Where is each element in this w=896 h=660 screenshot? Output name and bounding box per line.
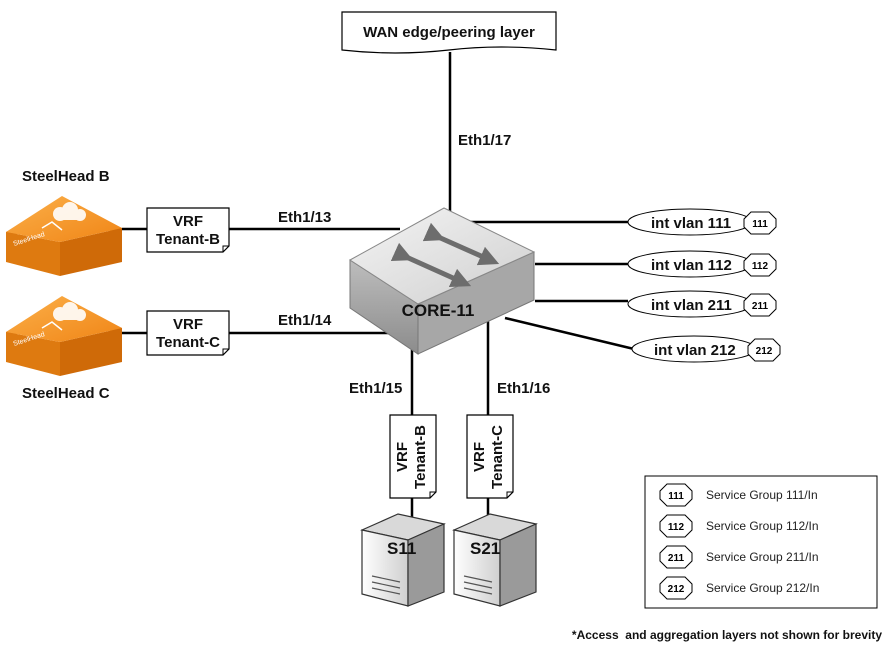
- legend-item-212: 212 Service Group 212/In: [659, 576, 819, 600]
- vrf-tag-c-vertical-line1: VRF: [471, 442, 488, 472]
- vrf-tag-tenant-b: VRF Tenant-B: [146, 207, 230, 253]
- cloud-icon: [53, 202, 86, 221]
- legend-badge-212-text: 212: [668, 584, 685, 595]
- vlan-111: int vlan 111 111: [627, 208, 777, 236]
- server-s21-label: S21: [470, 539, 500, 558]
- vlan-211: int vlan 211 211: [627, 290, 777, 318]
- vrf-tag-c-line2: Tenant-C: [156, 334, 220, 351]
- server-s21: S21: [452, 513, 538, 607]
- vrf-tag-c-vertical-line2: Tenant-C: [489, 425, 506, 489]
- legend-item-111: 111 Service Group 111/In: [659, 483, 818, 507]
- legend-item-211: 211 Service Group 211/In: [659, 545, 819, 569]
- vrf-tag-b-line1: VRF: [173, 213, 203, 230]
- eth16-label: Eth1/16: [497, 380, 550, 397]
- vlan-212-label: int vlan 212: [654, 342, 736, 359]
- legend-badge-211: [659, 545, 693, 569]
- vlan-211-label: int vlan 211: [651, 297, 732, 314]
- eth14-label: Eth1/14: [278, 312, 332, 329]
- legend-item-112: 112 Service Group 112/In: [659, 514, 819, 538]
- steelhead-b: SteelHead B SteelHead: [6, 168, 122, 276]
- vrf-tag-b-vertical-line2: Tenant-B: [412, 425, 429, 489]
- sg-112-badge-text: 112: [752, 261, 769, 272]
- vlan-212: int vlan 212 212: [631, 335, 781, 363]
- core-label: CORE-11: [402, 301, 475, 320]
- eth13-label: Eth1/13: [278, 209, 331, 226]
- legend-badge-112: [659, 514, 693, 538]
- sg-212-badge: [747, 338, 781, 362]
- sg-111-badge: [743, 211, 777, 235]
- wan-edge-label: WAN edge/peering layer: [363, 24, 535, 41]
- vrf-tag-b-line2: Tenant-B: [156, 231, 220, 248]
- eth15-label: Eth1/15: [349, 380, 402, 397]
- server-s11-label: S11: [387, 539, 416, 558]
- vlan-111-label: int vlan 111: [651, 215, 731, 232]
- vrf-tag-tenant-b-vertical: VRF Tenant-B: [389, 414, 437, 499]
- vlan-112: int vlan 112 112: [627, 250, 777, 278]
- switch-arrows-icon: [390, 222, 500, 288]
- legend-badge-111-text: 111: [668, 491, 684, 502]
- server-s11: S11: [360, 513, 446, 607]
- steelhead-b-icon: SteelHead: [6, 196, 122, 276]
- core-switch: CORE-11: [349, 207, 536, 355]
- legend-badge-111: [659, 483, 693, 507]
- sg-211-badge: [743, 293, 777, 317]
- sg-212-badge-text: 212: [756, 346, 773, 357]
- vrf-tag-b-vertical-line1: VRF: [394, 442, 411, 472]
- steelhead-c: SteelHead SteelHead C: [6, 296, 122, 402]
- legend: 111 Service Group 111/In 112 Service Gro…: [644, 475, 878, 609]
- server-vents-icon: [463, 575, 493, 595]
- sg-112-badge: [743, 253, 777, 277]
- vrf-tag-tenant-c: VRF Tenant-C: [146, 310, 230, 356]
- legend-text-212: Service Group 212/In: [706, 581, 819, 595]
- sg-211-badge-text: 211: [752, 301, 769, 312]
- legend-text-111: Service Group 111/In: [706, 488, 818, 502]
- sg-111-badge-text: 111: [752, 219, 768, 230]
- vrf-tag-c-line1: VRF: [173, 316, 203, 333]
- legend-badge-211-text: 211: [668, 553, 685, 564]
- vlan-112-label: int vlan 112: [651, 257, 732, 274]
- server-vents-icon: [371, 575, 401, 595]
- eth17-label: Eth1/17: [458, 132, 511, 149]
- cloud-icon: [53, 302, 86, 321]
- wan-edge-box: WAN edge/peering layer: [341, 11, 557, 54]
- footnote: *Access and aggregation layers not shown…: [572, 628, 882, 642]
- legend-text-112: Service Group 112/In: [706, 519, 819, 533]
- steelhead-c-label: SteelHead C: [22, 385, 110, 402]
- steelhead-b-label: SteelHead B: [22, 168, 110, 185]
- link-vlan212: [504, 316, 635, 351]
- vrf-tag-tenant-c-vertical: VRF Tenant-C: [466, 414, 514, 499]
- steelhead-c-icon: SteelHead: [6, 296, 122, 376]
- legend-text-211: Service Group 211/In: [706, 550, 819, 564]
- legend-badge-112-text: 112: [668, 522, 685, 533]
- legend-badge-212: [659, 576, 693, 600]
